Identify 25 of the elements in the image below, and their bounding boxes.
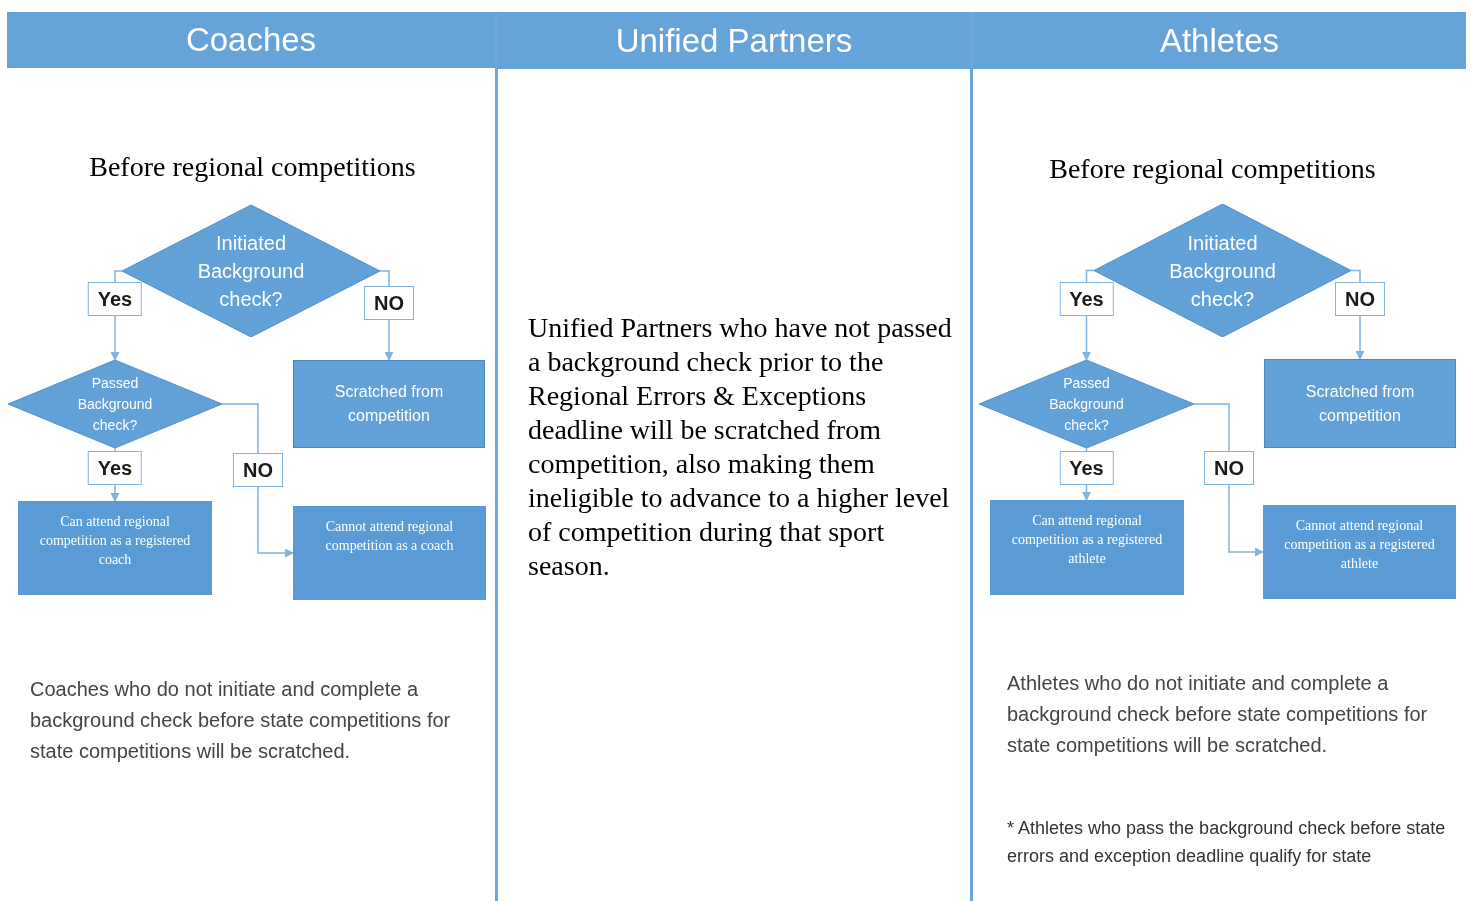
footnote: * Athletes who pass the background check before state errors and exception deadline qualify for state <box>1007 817 1447 868</box>
column-header: Unified Partners <box>498 12 970 69</box>
description-text: Unified Partners who have not passed a background check prior to the Regional Errors & Exceptions deadline will be scratched from competition, also making them ineligible to advance to a higher level of competition during that sport season. <box>528 311 953 583</box>
edge-label: NO <box>233 453 283 487</box>
decision-diamond: Passed Background check? <box>8 360 222 448</box>
process-box: Scratched from competition <box>293 360 485 448</box>
edge-label: Yes <box>87 282 143 316</box>
section-title: Before regional competitions <box>1048 152 1377 186</box>
note-text: Athletes who do not initiate and complete a background check before state competitions for state competitions will be scratched. <box>1007 671 1429 758</box>
process-box: Cannot attend regional competition as a registered athlete <box>1263 505 1456 599</box>
edge-label: Yes <box>87 451 143 485</box>
section-title: Before regional competitions <box>88 150 417 184</box>
process-box: Can attend regional competition as a registered athlete <box>990 500 1184 595</box>
process-box: Scratched from competition <box>1264 359 1456 448</box>
process-box: Can attend regional competition as a registered coach <box>18 501 212 595</box>
column-header: Coaches <box>7 12 495 68</box>
decision-diamond: Passed Background check? <box>979 360 1194 448</box>
process-box: Cannot attend regional competition as a coach <box>293 506 486 600</box>
edge-label: NO <box>1204 451 1254 485</box>
note-text: Coaches who do not initiate and complete a background check before state competitions for state competitions will be scratched. <box>30 677 452 764</box>
edge-label: NO <box>1335 282 1385 316</box>
edge-label: Yes <box>1059 451 1114 485</box>
column-header: Athletes <box>973 12 1466 69</box>
edge-label: Yes <box>1059 282 1114 316</box>
edge-label: NO <box>364 286 414 320</box>
